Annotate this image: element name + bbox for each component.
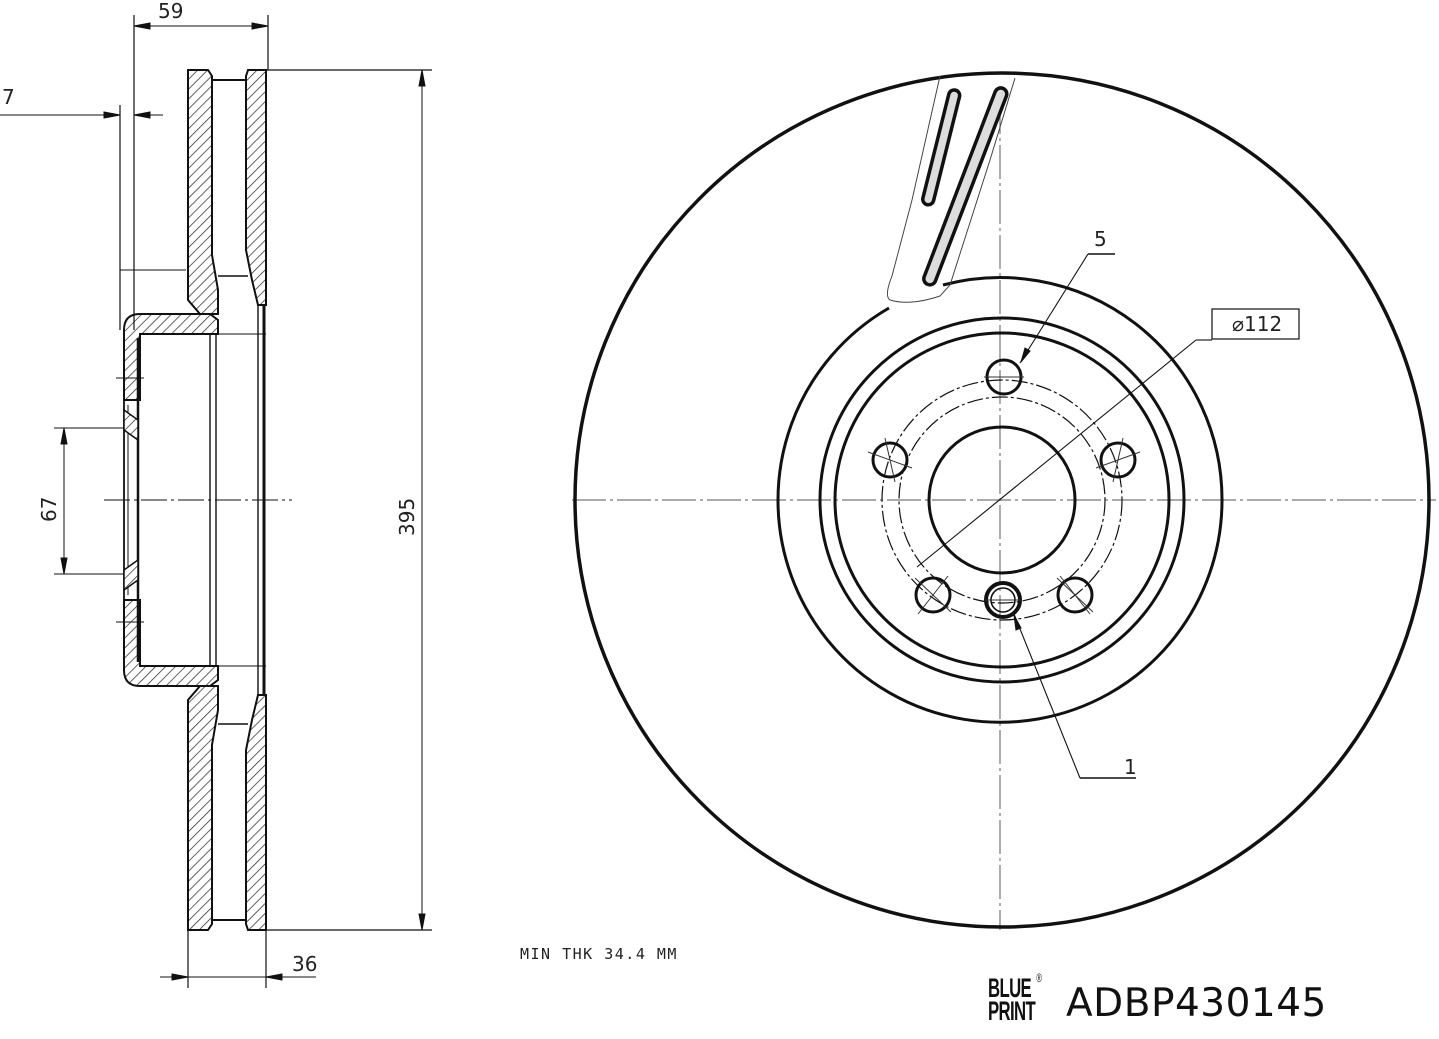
pcd-circle <box>881 379 1123 621</box>
disc-outer-edge <box>573 71 1431 929</box>
hat-inner-edge <box>833 331 1171 669</box>
friction-ring-outer-face <box>245 69 267 306</box>
blueprint-logo: BLUE PRINT ® <box>988 972 1042 1027</box>
dim-center-bore-label: 67 <box>37 497 61 522</box>
dim-thickness-label: 36 <box>292 952 317 976</box>
side-section-view <box>0 15 432 988</box>
bolt-hole <box>871 441 909 479</box>
friction-inner-edge <box>776 306 1224 724</box>
front-view <box>572 71 1436 930</box>
brand-block: BLUE PRINT ® ADBP430145 <box>988 972 1327 1027</box>
bolt-hole <box>1056 576 1094 614</box>
bolt-hole <box>914 576 952 614</box>
friction-ring-inner-face <box>187 69 219 315</box>
dim-outer-diameter-label: 395 <box>395 498 419 536</box>
hat-section-bottom <box>123 599 219 687</box>
callout-item-label: 1 <box>1124 755 1137 779</box>
bolt-holes <box>871 358 1137 619</box>
logo-line-2: PRINT <box>988 996 1036 1027</box>
pcd-callout-box <box>1211 308 1300 340</box>
center-bore <box>927 425 1077 575</box>
callout-pcd-label: ⌀112 <box>1232 312 1282 336</box>
wear-slot-outline <box>886 75 1016 303</box>
vent-slot-long <box>922 86 1009 287</box>
hat-outer-edge <box>818 316 1186 684</box>
callout-bolt-holes-label: 5 <box>1094 227 1107 251</box>
registered-mark: ® <box>1036 971 1042 985</box>
bolt-hole <box>1099 441 1137 479</box>
part-number: ADBP430145 <box>1066 981 1327 1027</box>
vent-slot-short <box>921 88 962 207</box>
dim-hat-height-label: 59 <box>158 0 183 23</box>
min-thickness-note: MIN THK 34.4 MM <box>520 945 678 963</box>
dim-offset-label: 7 <box>2 85 15 109</box>
